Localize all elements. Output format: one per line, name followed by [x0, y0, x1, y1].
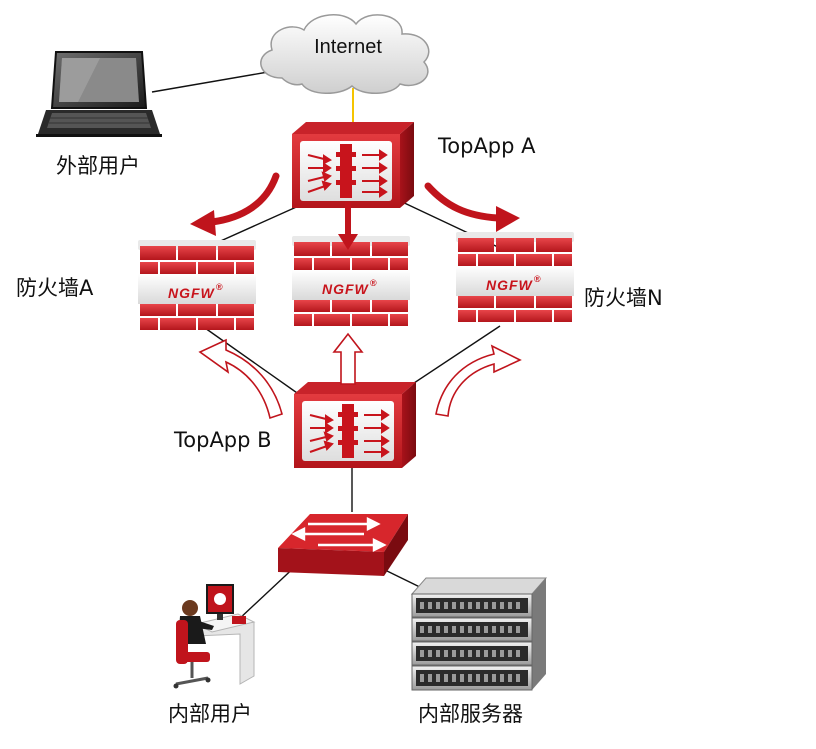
return-arrow-fw-mid-icon — [332, 332, 364, 385]
external-user-label: 外部用户 — [56, 154, 140, 178]
firewall-middle-reg: ® — [370, 278, 378, 288]
internet-label: Internet — [314, 36, 382, 58]
firewall-n-reg: ® — [534, 274, 542, 284]
topapp-b-label: TopApp B — [174, 428, 272, 452]
arrow-to-fw-a-head — [190, 210, 216, 236]
firewall-a-label: 防火墙A — [16, 276, 94, 300]
link-laptop-internet — [151, 71, 269, 93]
laptop-icon — [36, 51, 162, 137]
arrow-to-fw-mid-head — [338, 234, 358, 250]
server-rack-icon — [410, 577, 548, 691]
link-fwn-topappb — [407, 325, 501, 388]
return-arrow-fw-n-icon — [435, 344, 522, 417]
return-arrows — [198, 332, 522, 420]
topapp-a-label: TopApp A — [438, 134, 536, 158]
outbound-arrows — [190, 172, 520, 250]
internal-user-icon — [173, 584, 256, 689]
internal-user-label: 内部用户 — [168, 702, 252, 726]
firewall-n-label: 防火墙N — [584, 286, 663, 310]
firewall-n-badge: NGFW — [486, 277, 534, 293]
firewall-a-reg: ® — [216, 282, 224, 292]
switch-device — [278, 514, 408, 576]
firewall-a-badge: NGFW — [168, 285, 216, 301]
arrow-to-fw-a-icon — [208, 172, 280, 226]
internet-cloud-icon — [260, 14, 430, 94]
arrow-to-fw-n-head — [496, 206, 520, 232]
return-arrow-fw-a-icon — [198, 338, 283, 420]
topapp-b-device — [293, 381, 417, 469]
firewall-middle-badge: NGFW — [322, 281, 370, 297]
arrow-to-fw-n-icon — [424, 182, 502, 222]
topapp-a-device — [291, 121, 415, 209]
internal-server-label: 内部服务器 — [418, 702, 523, 726]
link-fwa-topappb — [204, 327, 301, 396]
